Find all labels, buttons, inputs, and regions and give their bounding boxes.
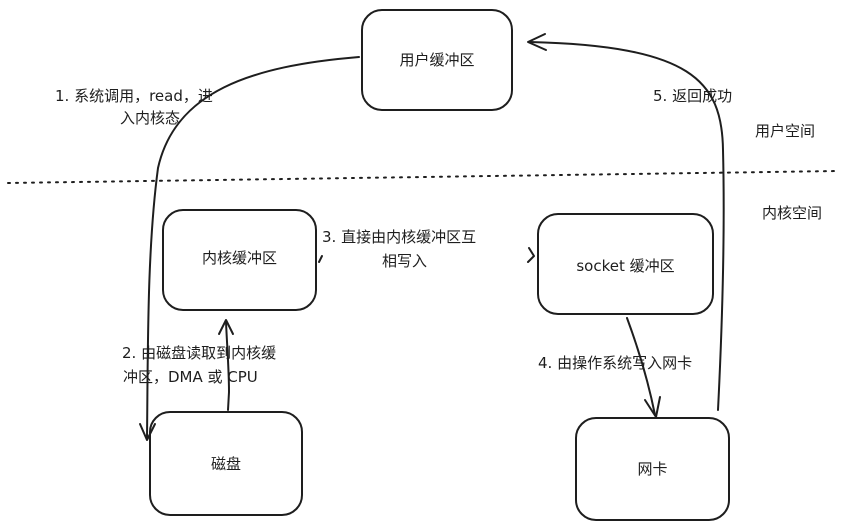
kernel-buffer-label: 内核缓冲区: [201, 249, 277, 267]
step5-label: 5. 返回成功: [653, 87, 733, 105]
disk-box[interactable]: [149, 411, 303, 516]
disk-label: 磁盘: [210, 455, 241, 473]
space-divider: [7, 170, 839, 184]
step1-label-line1: 1. 系统调用，read，进: [55, 87, 213, 105]
arrow-disk-to-kernel: [225, 321, 231, 411]
step4-label: 4. 由操作系统写入网卡: [538, 354, 693, 372]
arrow-nic-to-user: [529, 41, 725, 411]
socket-buffer-box[interactable]: [537, 213, 714, 315]
arrow-socket-to-nic-head: [644, 396, 661, 418]
arrow-socket-to-nic: [626, 317, 656, 416]
step1-label-line2: 入内核态: [120, 109, 181, 127]
nic-box[interactable]: [575, 417, 730, 521]
arrow-kernel-to-socket-head: [527, 247, 535, 263]
user-space-label: 用户空间: [755, 122, 816, 140]
arrow-nic-to-user-head: [527, 33, 547, 51]
socket-buffer-label: socket 缓冲区: [576, 257, 675, 275]
arrow-user-to-disk: [146, 56, 360, 439]
user-buffer-label: 用户缓冲区: [399, 51, 475, 69]
arrow-disk-to-kernel-head: [218, 319, 234, 335]
step3-label-line2: 相写入: [382, 252, 428, 270]
step2-label-line1: 2. 由磁盘读取到内核缓: [122, 344, 277, 362]
arrow-user-to-disk-head: [139, 423, 156, 441]
kernel-buffer-box[interactable]: [162, 209, 317, 311]
arrow-kernel-to-socket-tick: [318, 255, 323, 263]
kernel-space-label: 内核空间: [762, 204, 823, 222]
user-buffer-box[interactable]: [361, 9, 513, 111]
nic-label: 网卡: [637, 460, 668, 478]
step3-label-line1: 3. 直接由内核缓冲区互: [322, 228, 477, 246]
step2-label-line2: 冲区，DMA 或 CPU: [123, 368, 258, 386]
